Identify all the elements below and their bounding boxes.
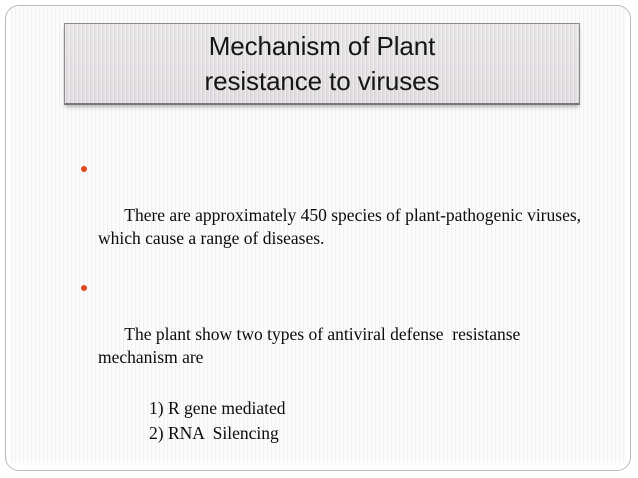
sub-list-item: 2) RNA Silencing: [149, 423, 279, 443]
slide-title-line-1: Mechanism of Plant: [208, 30, 436, 61]
bullet-list-item: There are approximately 450 species of p…: [6, 158, 630, 273]
background-fade: [6, 458, 630, 470]
slide-body: There are approximately 450 species of p…: [6, 158, 630, 446]
round-bullet-icon: [81, 285, 87, 291]
slide-title-box: Mechanism of Plant resistance to viruses: [64, 23, 580, 105]
bullet-item-text: The plant show two types of antiviral de…: [98, 324, 525, 367]
round-bullet-icon: [81, 166, 87, 172]
slide-title-line-2: resistance to viruses: [204, 65, 440, 96]
sub-list-item: 1) R gene mediated: [149, 398, 286, 418]
bullet-item-text: There are approximately 450 species of p…: [98, 205, 586, 248]
slide-canvas: Mechanism of Plant resistance to viruses…: [5, 5, 631, 471]
bullet-list-item: The plant show two types of antiviral de…: [6, 277, 630, 392]
